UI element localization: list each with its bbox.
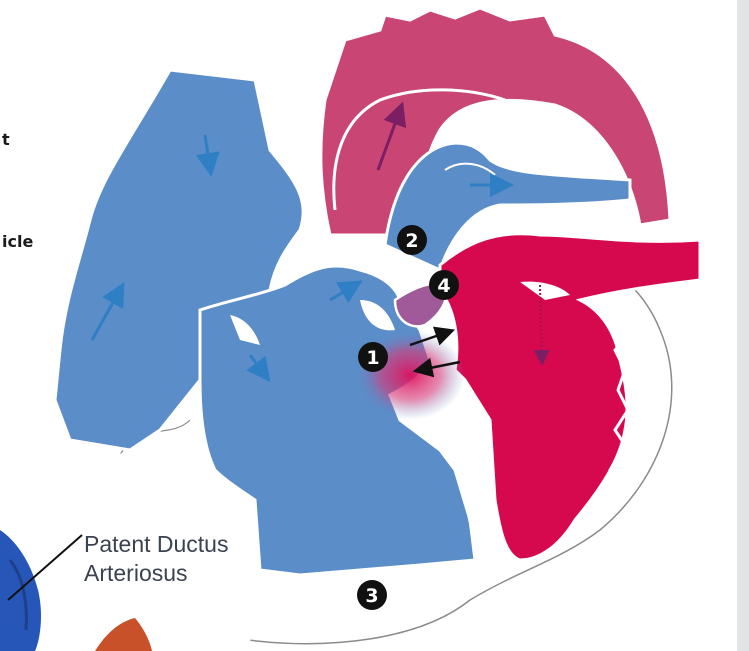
cropped-label-fragment: icle	[2, 232, 33, 251]
marker-4: 4	[429, 270, 459, 300]
marker-1-label: 1	[366, 347, 379, 369]
marker-1: 1	[358, 342, 388, 372]
callout-line-1: Patent Ductus	[84, 530, 228, 559]
marker-2-label: 2	[405, 230, 418, 252]
callout-line-2: Arteriosus	[84, 559, 228, 588]
marker-3: 3	[357, 580, 387, 610]
marker-3-label: 3	[365, 585, 378, 607]
patent-ductus-arteriosus-label: Patent Ductus Arteriosus	[84, 530, 228, 588]
marker-2: 2	[397, 225, 427, 255]
right-edge-border	[737, 0, 749, 651]
cropped-label-fragment: t	[2, 130, 10, 149]
marker-4-label: 4	[437, 275, 450, 297]
